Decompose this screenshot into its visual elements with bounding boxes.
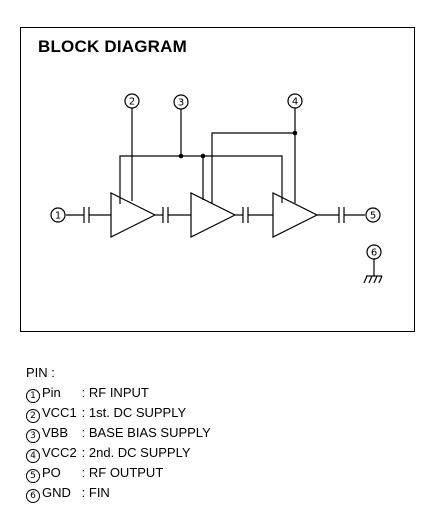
coupling-capacitor-output — [338, 207, 345, 223]
pin-number-5: 5 — [370, 211, 376, 222]
pin-separator: : — [81, 485, 86, 500]
pin-marker-2: 2 — [124, 93, 140, 109]
pin-symbol: VCC2 — [42, 445, 77, 460]
pin-number-3: 3 — [178, 98, 184, 109]
pin-number-4: 4 — [292, 97, 298, 108]
pin-marker-4: 4 — [287, 93, 303, 109]
coupling-capacitor-1 — [162, 207, 169, 223]
supply-wiring — [119, 108, 296, 204]
pin-symbol: GND — [42, 485, 71, 500]
amplifier-stage-1 — [110, 192, 157, 238]
coupling-capacitor-2 — [242, 207, 249, 223]
pin-number-2: 2 — [129, 97, 135, 108]
pin-marker-5: 5 — [365, 207, 381, 223]
pin-separator: : — [81, 465, 86, 480]
pin-symbol: Pin — [42, 385, 61, 400]
pin-number-1: 1 — [55, 211, 61, 222]
pin-separator: : — [81, 445, 86, 460]
pin-row-number: 2 — [26, 409, 40, 423]
pin-symbol: VBB — [42, 425, 69, 440]
pin-row-number: 5 — [26, 469, 40, 483]
junction-dots — [178, 130, 298, 159]
pin-list-header: PIN : — [26, 365, 55, 380]
pin-description: 1st. DC SUPPLY — [88, 405, 187, 420]
pin-row-number: 1 — [26, 389, 40, 403]
diagram-title: BLOCK DIAGRAM — [38, 37, 187, 56]
pin-description: BASE BIAS SUPPLY — [88, 425, 211, 440]
pin-marker-6: 6 — [366, 244, 382, 260]
pin-separator: : — [81, 385, 86, 400]
pin-description: 2nd. DC SUPPLY — [88, 445, 191, 460]
pin-separator: : — [81, 425, 86, 440]
pin-symbol: PO — [42, 465, 61, 480]
pin-row-number: 3 — [26, 429, 40, 443]
amplifier-stage-2 — [190, 192, 237, 238]
pin-marker-1: 1 — [50, 207, 66, 223]
pin-marker-3: 3 — [173, 94, 189, 110]
pin-number-6: 6 — [371, 248, 377, 259]
pin-description: FIN — [88, 485, 110, 500]
coupling-capacitor-input — [83, 207, 90, 223]
ground-symbol — [363, 259, 383, 284]
amplifier-stage-3 — [272, 192, 319, 238]
pin-row-number: 6 — [26, 489, 40, 503]
pin-row-number: 4 — [26, 449, 40, 463]
pin-description: RF INPUT — [88, 385, 149, 400]
block-diagram-frame — [20, 27, 415, 332]
pin-separator: : — [81, 405, 86, 420]
pin-symbol: VCC1 — [42, 405, 77, 420]
pin-description: RF OUTPUT — [88, 465, 164, 480]
